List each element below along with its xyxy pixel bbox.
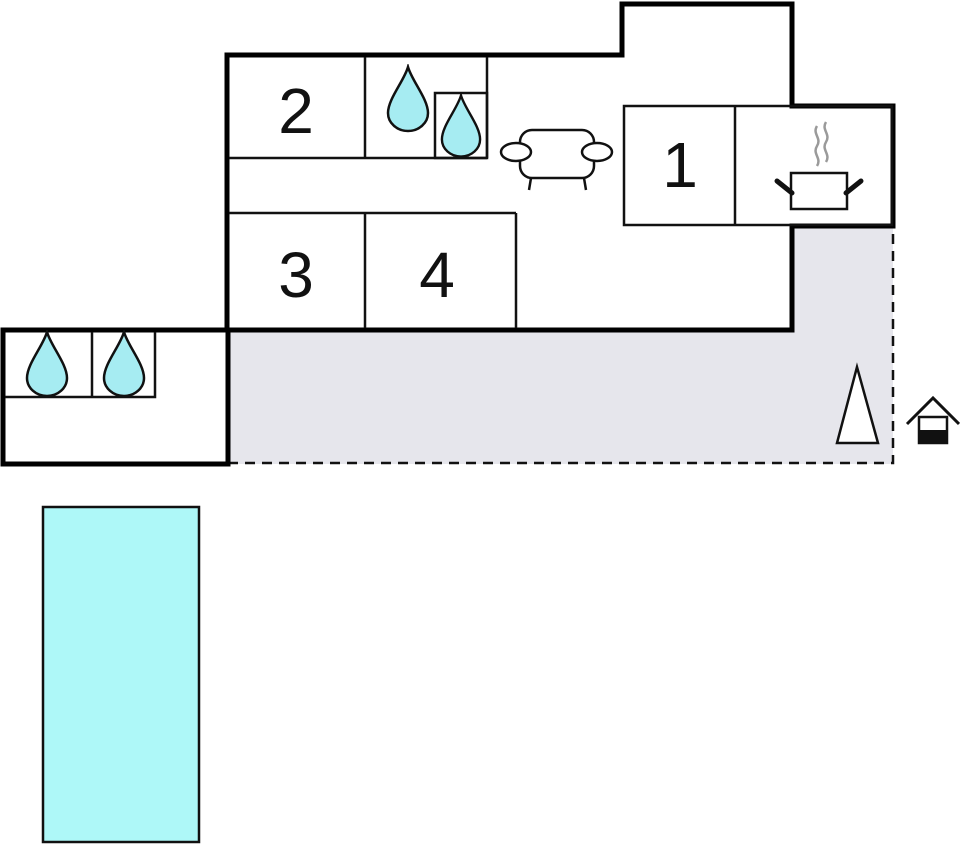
room-4-label: 4 [419,239,455,311]
cooking-pot-icon [774,121,864,211]
room-1-label: 1 [662,129,698,201]
room-2-label: 2 [278,75,314,147]
room-3-label: 3 [278,239,314,311]
swimming-pool [41,505,201,844]
house-icon [905,395,960,445]
terrace [228,226,895,465]
parasol-icon [835,362,880,445]
sofa-icon [499,128,614,191]
interior-walls [229,57,894,328]
